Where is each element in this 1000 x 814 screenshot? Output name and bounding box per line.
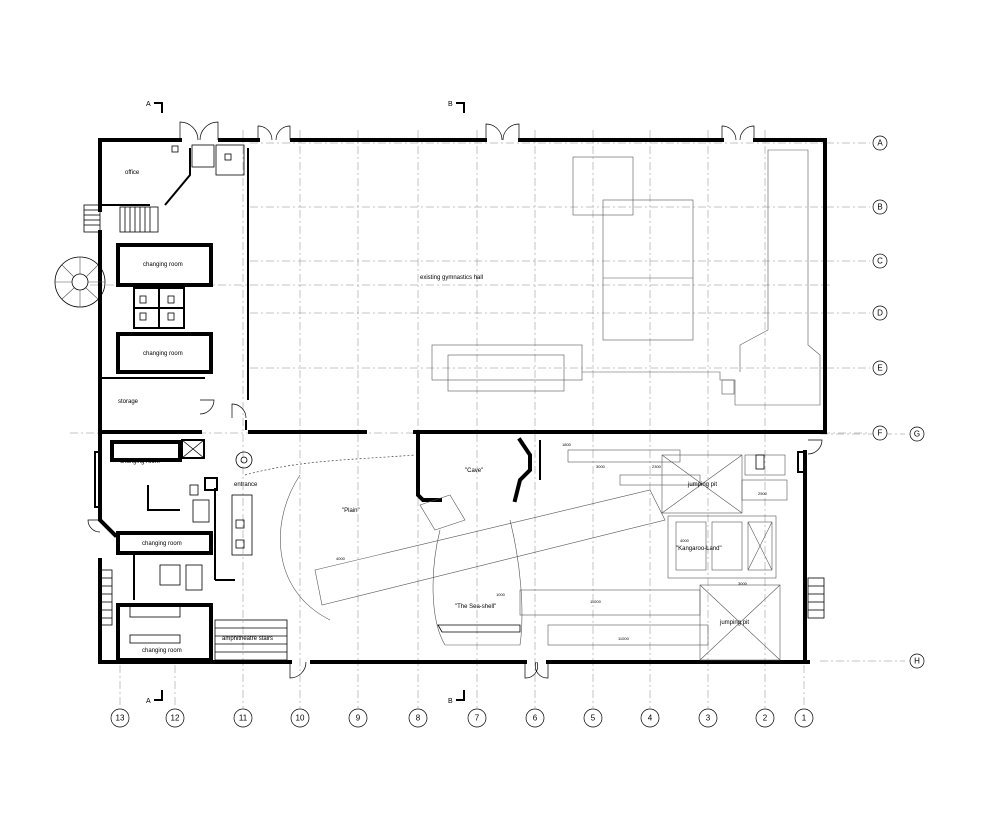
- row-markers: A B C D E F G H: [872, 135, 925, 669]
- amphitheatre-label: amphitheatre stairs: [222, 636, 273, 642]
- section-b-top: B: [448, 101, 453, 108]
- kangaroo-land-label: "Kangaroo-Land": [676, 546, 722, 552]
- dim-label: 11000: [590, 599, 602, 604]
- column-marker: 8: [416, 714, 421, 723]
- section-markers: A B A B: [146, 101, 465, 705]
- column-marker: 11: [239, 714, 248, 723]
- column-marker: 5: [591, 714, 596, 723]
- exterior-walls: [98, 138, 827, 664]
- left-wing-upper: [54, 144, 245, 379]
- dimension-labels: 1800 3000 2300 11000 11000 4000 3000 250…: [336, 442, 768, 641]
- entrance-label: entrance: [234, 482, 258, 488]
- jumping-pit-1-label: jumping pit: [687, 482, 717, 488]
- row-marker: C: [877, 257, 883, 266]
- changing-room-1-label: changing room: [143, 262, 183, 268]
- cave-label: "Cave": [465, 468, 483, 474]
- row-marker: F: [878, 429, 883, 438]
- section-a-top: A: [146, 101, 151, 108]
- column-marker: 2: [763, 714, 768, 723]
- dim-label: 1000: [496, 592, 506, 597]
- playground-features: [244, 434, 825, 661]
- column-marker: 6: [533, 714, 538, 723]
- left-wing-lower: [94, 439, 288, 662]
- column-marker: 10: [296, 714, 305, 723]
- changing-room-3-label: changing room: [120, 459, 160, 465]
- column-marker: 9: [356, 714, 361, 723]
- dim-label: 11000: [618, 636, 630, 641]
- jumping-pit-2-label: jumping pit: [719, 620, 749, 626]
- dim-label: 4000: [336, 556, 346, 561]
- row-marker: D: [877, 309, 883, 318]
- section-a-bottom: A: [146, 698, 151, 705]
- section-b-bottom: B: [448, 698, 453, 705]
- doors: [87, 121, 823, 679]
- gym-hall-label: existing gymnastics hall: [420, 275, 483, 281]
- changing-room-2-label: changing room: [143, 351, 183, 357]
- sea-shell-label: "The Sea-shell": [455, 604, 496, 610]
- dim-label: 3000: [596, 464, 606, 469]
- dim-label: 4000: [680, 538, 690, 543]
- dim-label: 3000: [738, 581, 748, 586]
- dim-label: 1800: [562, 442, 572, 447]
- dim-label: 2300: [652, 464, 662, 469]
- room-labels: office changing room changing room stora…: [118, 170, 749, 654]
- hall-equipment: [431, 149, 821, 406]
- row-marker: G: [914, 430, 920, 439]
- row-marker: H: [914, 657, 920, 666]
- changing-room-4-label: changing room: [142, 541, 182, 547]
- dim-label: 2500: [758, 491, 768, 496]
- column-marker: 3: [706, 714, 711, 723]
- column-marker: 7: [475, 714, 480, 723]
- column-marker: 12: [171, 714, 180, 723]
- office-label: office: [125, 170, 140, 176]
- column-markers: 13 12 11 10 9 8 7 6 5 4 3 2 1: [110, 708, 814, 728]
- column-marker: 1: [802, 714, 807, 723]
- row-marker: A: [877, 139, 883, 148]
- changing-room-5-label: changing room: [142, 648, 182, 654]
- column-marker: 13: [116, 714, 125, 723]
- column-marker: 4: [648, 714, 653, 723]
- storage-label: storage: [118, 399, 139, 405]
- row-marker: E: [877, 364, 882, 373]
- plain-label: "Plain": [342, 508, 360, 514]
- row-marker: B: [877, 203, 882, 212]
